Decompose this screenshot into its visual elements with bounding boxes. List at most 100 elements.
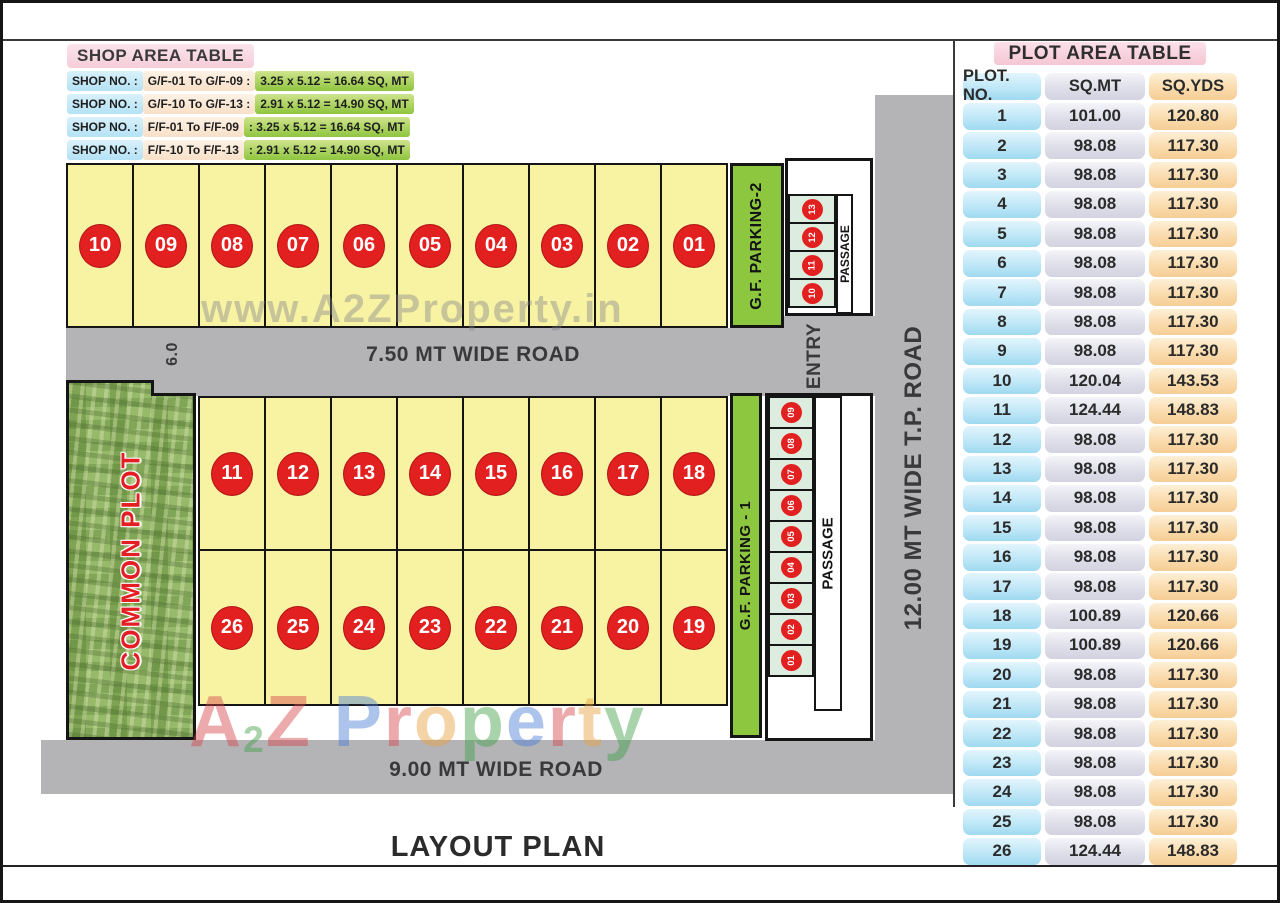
plot-number-badge: 21	[542, 606, 582, 649]
parking-stall-05: 05	[768, 520, 814, 553]
sqmt-cell: 98.08	[1045, 808, 1145, 836]
plot-no-cell: 21	[963, 691, 1041, 718]
plot-09: 09	[132, 163, 200, 328]
lower-passage: PASSAGE	[814, 396, 842, 711]
shop-range: F/F-01 To F/F-09	[142, 117, 244, 137]
shop-area-table: SHOP AREA TABLE SHOP NO. :G/F-01 To G/F-…	[67, 44, 414, 160]
plot-table-title-wrap: PLOT AREA TABLE	[961, 42, 1239, 65]
sqmt-cell: 101.00	[1045, 103, 1145, 130]
plot-12: 12	[264, 396, 332, 551]
sqyds-cell: 117.30	[1149, 573, 1237, 600]
plot-no-cell: 18	[963, 602, 1041, 630]
watermark-letter: P	[333, 682, 384, 762]
parking-stall-03: 03	[768, 582, 814, 615]
plot-number-badge: 18	[674, 452, 714, 495]
sqmt-cell: 120.04	[1045, 367, 1145, 395]
sqyds-cell: 117.30	[1149, 279, 1237, 306]
sqyds-cell: 120.66	[1149, 602, 1237, 630]
plot-19: 19	[660, 549, 728, 706]
shop-size: : 3.25 x 5.12 = 16.64 SQ, MT	[243, 117, 410, 137]
sqyds-cell: 117.30	[1149, 720, 1237, 747]
plot-number-badge: 02	[608, 224, 648, 267]
upper-passage: PASSAGE	[836, 194, 853, 314]
col-header-sqyds: SQ.YDS	[1149, 73, 1237, 100]
sqmt-cell: 98.08	[1045, 161, 1145, 189]
shop-no-label: SHOP NO. :	[67, 71, 143, 91]
sqmt-cell: 98.08	[1045, 250, 1145, 277]
plot-number-badge: 01	[674, 224, 714, 267]
stall-number: 03	[785, 593, 797, 604]
shop-table-row-1: SHOP NO. :G/F-01 To G/F-09 :3.25 x 5.12 …	[67, 71, 414, 91]
parking-stall-13: 13	[788, 194, 836, 224]
plot-number-badge: 26	[212, 606, 252, 649]
plot-no-cell: 17	[963, 573, 1041, 600]
sqmt-cell: 98.08	[1045, 691, 1145, 718]
shop-table-row-3: SHOP NO. :F/F-01 To F/F-09: 3.25 x 5.12 …	[67, 117, 414, 137]
col-header-plot-no: PLOT. NO.	[963, 67, 1041, 104]
plot-05: 05	[396, 163, 464, 328]
plot-number-badge: 20	[608, 606, 648, 649]
sqmt-cell: 98.08	[1045, 720, 1145, 747]
plot-16: 16	[528, 396, 596, 551]
shop-size: 3.25 x 5.12 = 16.64 SQ, MT	[255, 71, 414, 91]
watermark-letter: Z	[265, 682, 312, 762]
plot-26: 26	[198, 549, 266, 706]
stall-number-badge: 10	[801, 282, 823, 304]
plot-no-cell: 26	[963, 838, 1041, 865]
stall-number: 12	[806, 231, 818, 243]
gf-parking-1-strip: G.F. PARKING - 1	[730, 393, 762, 738]
parking-stall-10: 10	[788, 278, 836, 308]
stall-number-badge: 03	[780, 588, 802, 609]
watermark-letter: e	[505, 682, 548, 762]
plot-number-badge: 10	[80, 224, 120, 267]
stall-number: 01	[785, 655, 797, 666]
plot-no-cell: 5	[963, 220, 1041, 248]
sqyds-cell: 117.30	[1149, 191, 1237, 218]
shop-range: G/F-01 To G/F-09 :	[142, 71, 256, 91]
watermark-letter: r	[547, 682, 578, 762]
plot-no-cell: 19	[963, 632, 1041, 659]
sqyds-cell: 148.83	[1149, 838, 1237, 865]
shop-no-label: SHOP NO. :	[67, 94, 143, 114]
shop-size: 2.91 x 5.12 = 14.90 SQ, MT	[255, 94, 414, 114]
plot-no-cell: 14	[963, 485, 1041, 512]
sqmt-cell: 98.08	[1045, 220, 1145, 248]
sqmt-cell: 98.08	[1045, 279, 1145, 306]
plot-02: 02	[594, 163, 662, 328]
plot-number-badge: 24	[344, 606, 384, 649]
watermark-logo: A2Z Property	[189, 681, 646, 763]
sqmt-cell: 98.08	[1045, 514, 1145, 542]
sqyds-cell: 120.80	[1149, 103, 1237, 130]
sqmt-cell: 98.08	[1045, 426, 1145, 453]
watermark-letter: 2	[243, 718, 266, 760]
plot-24: 24	[330, 549, 398, 706]
sqyds-cell: 117.30	[1149, 691, 1237, 718]
plot-no-cell: 1	[963, 103, 1041, 130]
plot-no-cell: 8	[963, 308, 1041, 336]
plot-21: 21	[528, 549, 596, 706]
common-plot	[66, 380, 196, 740]
stall-number: 10	[806, 287, 818, 299]
plot-no-cell: 10	[963, 367, 1041, 395]
sqyds-cell: 117.30	[1149, 749, 1237, 777]
watermark-url: www.A2ZProperty.in	[201, 287, 624, 331]
sqyds-cell: 117.30	[1149, 808, 1237, 836]
tp-road-label-wrap: 12.00 MT WIDE T.P. ROAD	[875, 183, 953, 773]
sqyds-cell: 117.30	[1149, 544, 1237, 571]
frame-vertical-divider	[953, 39, 955, 807]
